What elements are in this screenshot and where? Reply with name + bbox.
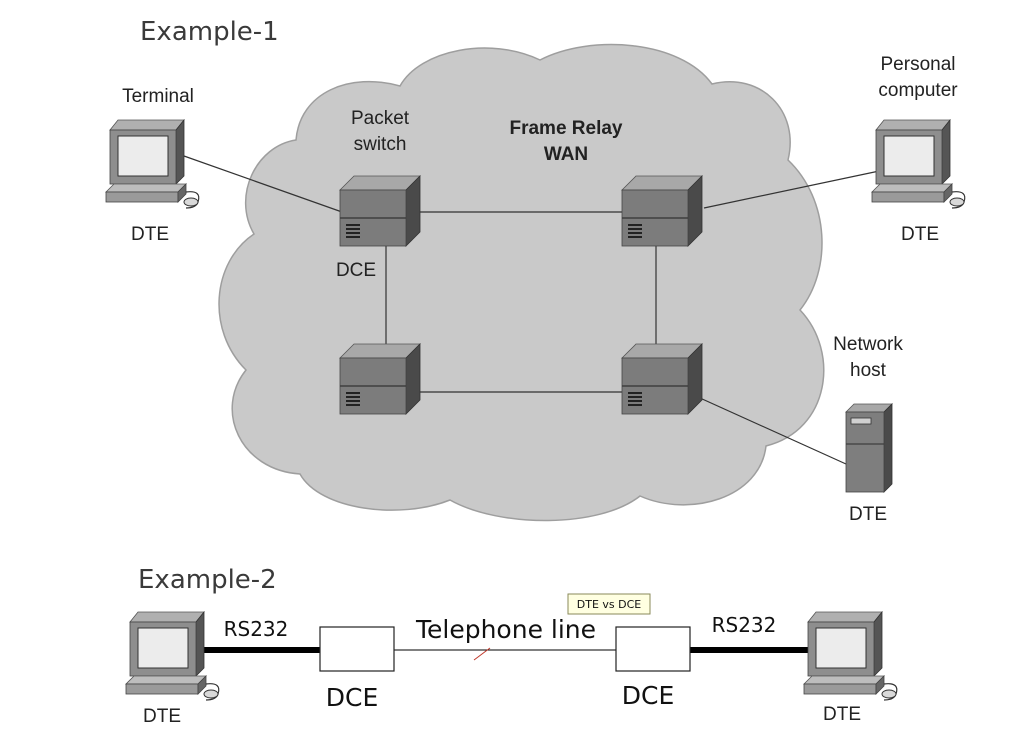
link-host: [699, 397, 847, 465]
link-pc: [703, 169, 885, 209]
frame-relay-cloud: [218, 43, 825, 522]
telephone-line-label: Telephone line: [415, 615, 596, 644]
dte-computer-left: [125, 611, 220, 701]
dte-label-left: DTE: [143, 706, 181, 727]
pc-label-line1: Personal: [881, 54, 956, 75]
terminal-dte-label: DTE: [131, 224, 169, 245]
example2-title: Example-2: [138, 565, 277, 595]
link-terminal: [183, 155, 343, 213]
dte-label-right: DTE: [823, 704, 861, 725]
packet-switch-bottom-left: [339, 343, 421, 415]
rs232-label-right: RS232: [712, 613, 777, 637]
dce-label-right: DCE: [622, 681, 675, 710]
wan-label-line1: Frame Relay: [509, 118, 622, 139]
pc-dte-label: DTE: [901, 224, 939, 245]
dte-computer-right: [803, 611, 898, 701]
host-label-line2: host: [850, 360, 887, 381]
host-label-line1: Network: [833, 334, 903, 355]
packet-switch-label-line2: switch: [354, 134, 407, 155]
dce-label-left: DCE: [326, 683, 379, 712]
tooltip-text: DTE vs DCE: [577, 598, 642, 611]
example1-title: Example-1: [140, 17, 279, 47]
network-host-server-icon: [845, 403, 893, 493]
dce-box-right: [615, 626, 691, 672]
terminal-icon: [105, 119, 200, 209]
packet-switch-top-right: [621, 175, 703, 247]
dce-label: DCE: [336, 260, 376, 281]
host-dte-label: DTE: [849, 504, 887, 525]
wan-label-line2: WAN: [544, 144, 588, 165]
terminal-label: Terminal: [122, 86, 194, 107]
personal-computer-icon: [871, 119, 966, 209]
packet-switch-top-left: [339, 175, 421, 247]
tooltip: DTE vs DCE: [567, 593, 651, 615]
packet-switch-bottom-right: [621, 343, 703, 415]
rs232-label-left: RS232: [224, 617, 289, 641]
pc-label-line2: computer: [878, 80, 958, 101]
packet-switch-label-line1: Packet: [351, 108, 410, 129]
line-break-mark: [473, 647, 491, 661]
dce-box-left: [319, 626, 395, 672]
